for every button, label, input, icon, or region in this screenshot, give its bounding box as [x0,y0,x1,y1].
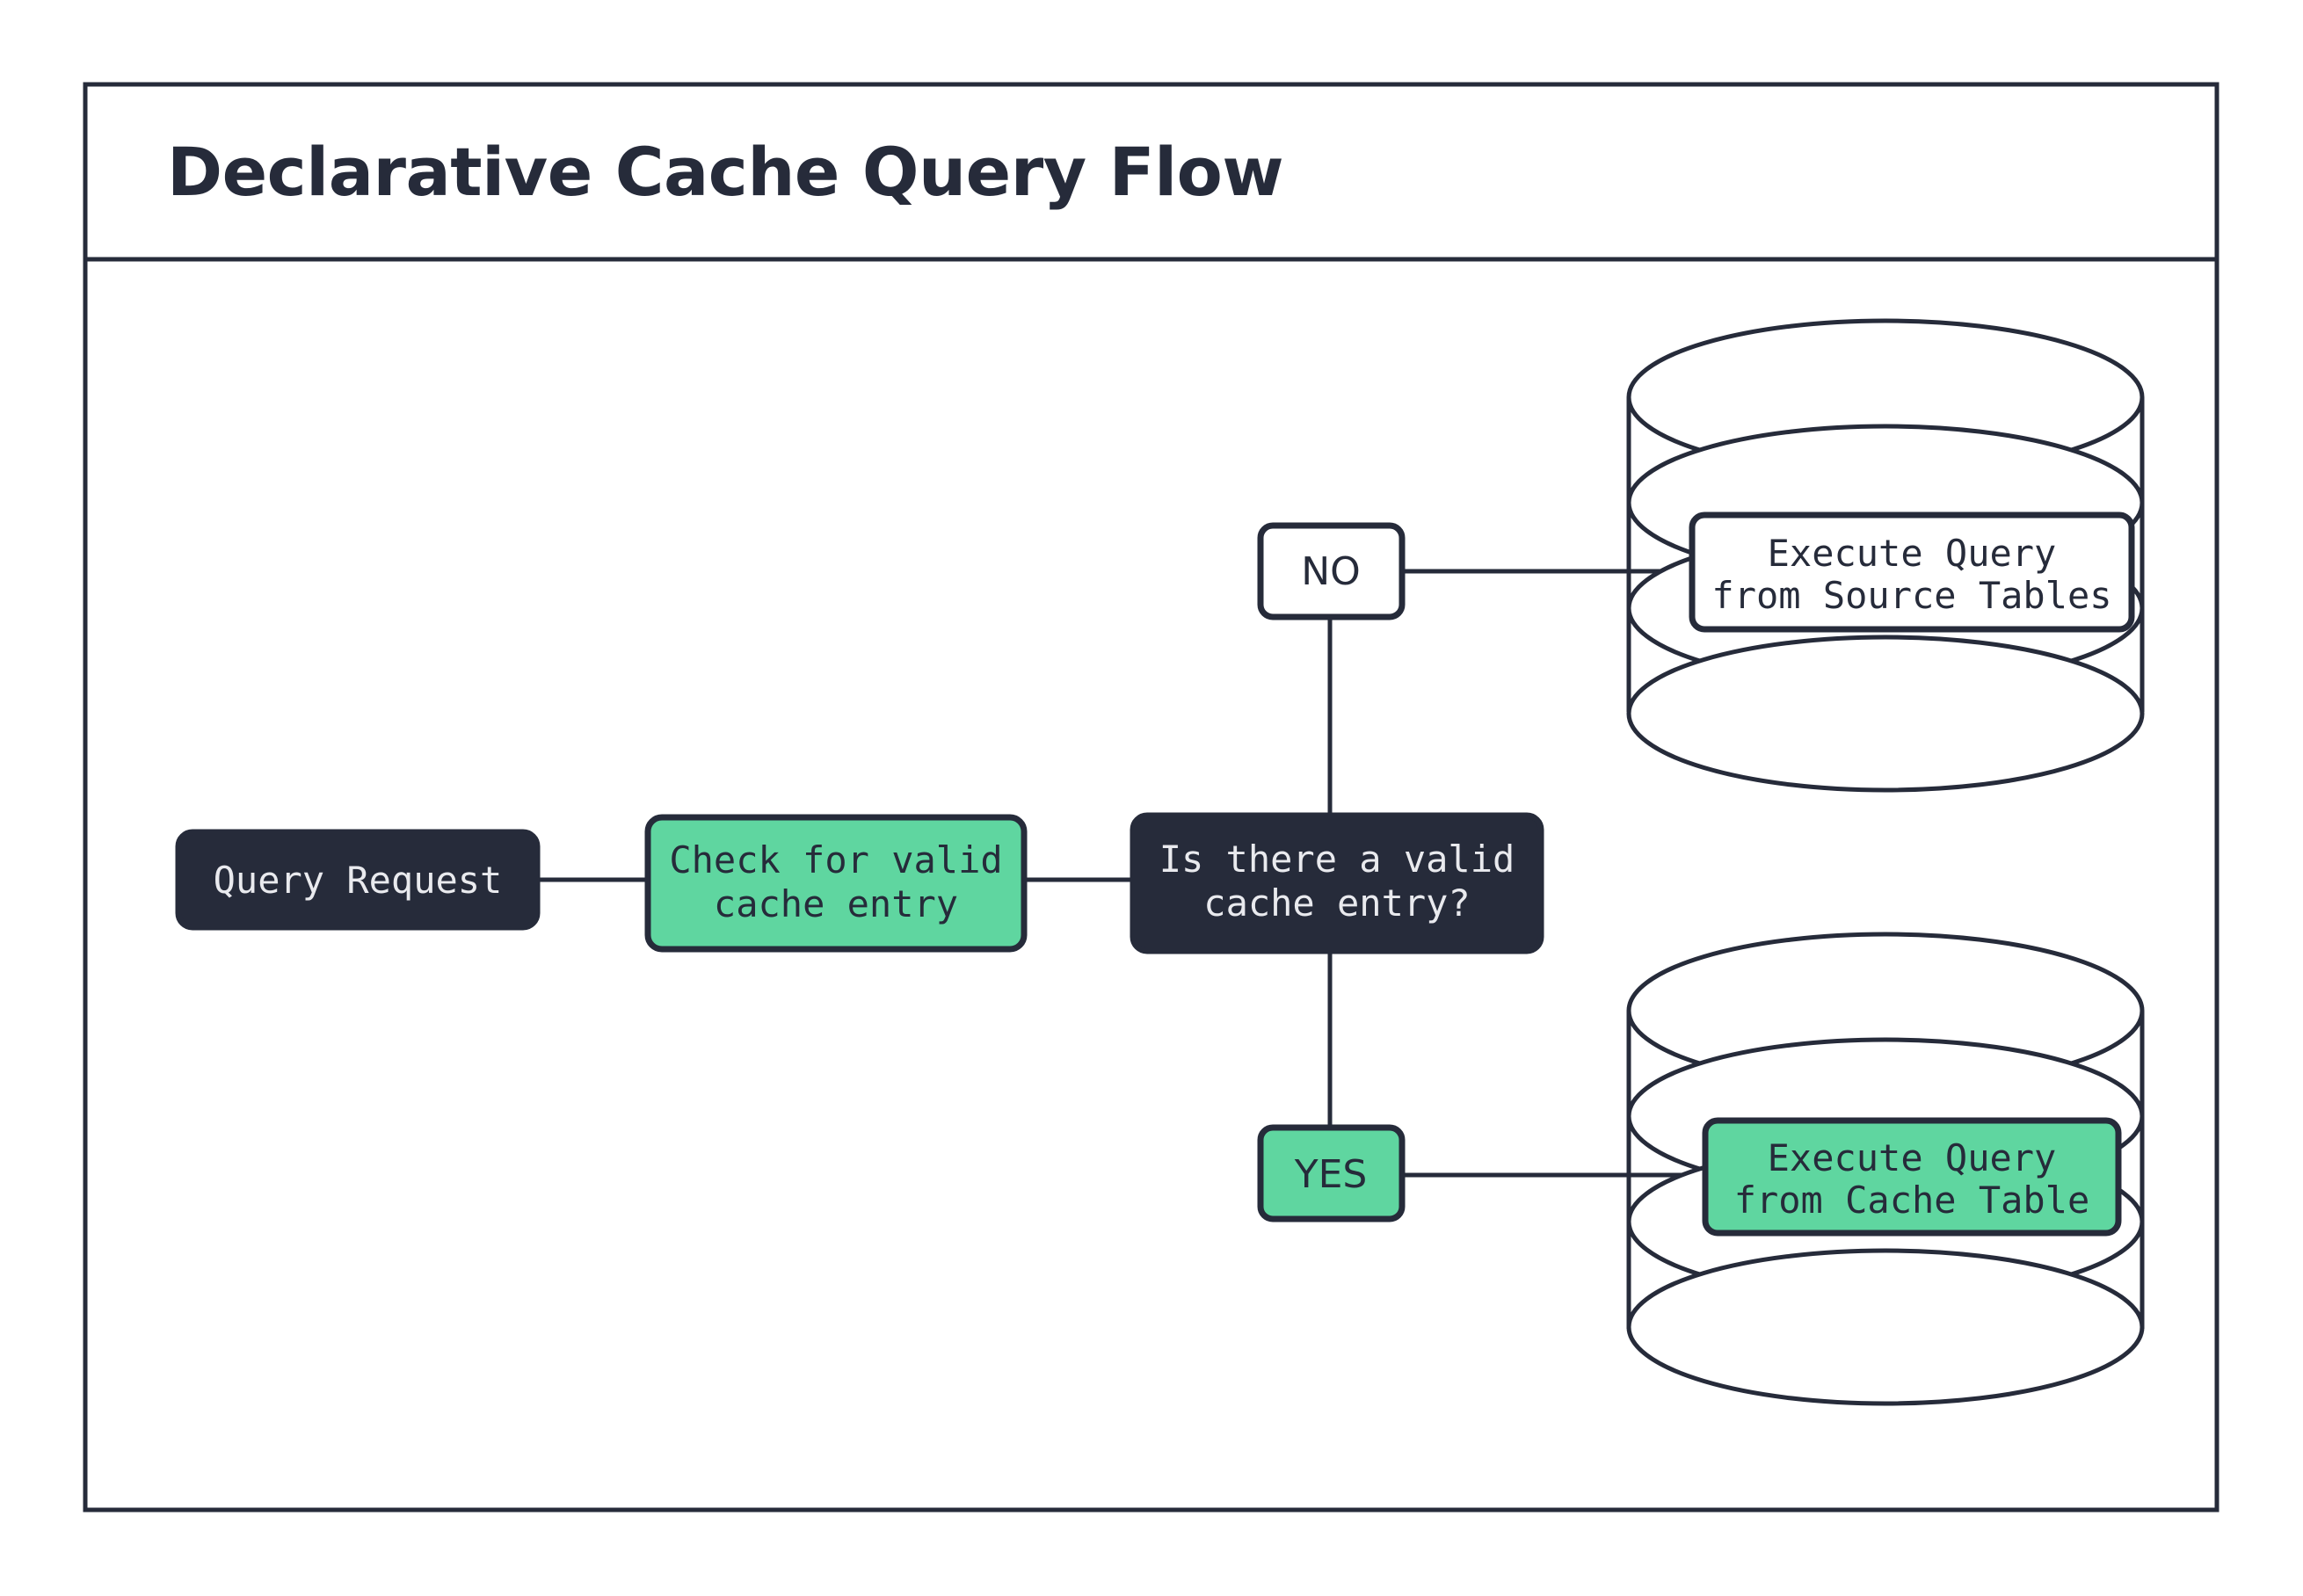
node-decision[interactable]: Is there a valid cache entry? [1130,812,1544,954]
node-check-cache-label-line1: Check for valid [669,838,1002,881]
branch-label-no-box[interactable] [1257,522,1406,620]
branch-label-no[interactable]: NO [1257,522,1406,620]
node-decision-label-line1: Is there a valid [1159,838,1515,881]
node-query-request[interactable]: Query Request [175,829,541,931]
node-check-cache[interactable]: Check for valid cache entry [644,814,1028,953]
node-source-tables[interactable]: Execute Query from Source Tables [1689,511,2135,633]
node-query-request-label: Query Request [214,859,503,902]
diagram-frame [83,82,2219,1513]
node-query-request-box[interactable] [175,829,541,931]
node-cache-table-label-line1: Execute Query [1768,1136,2057,1179]
cylinder-disc-4-top [1626,635,2145,793]
node-source-tables-label-line2: from Source Tables [1711,574,2111,617]
cylinder-disc-4-bottom [1626,1248,2145,1406]
node-decision-box[interactable] [1130,812,1544,954]
node-check-cache-box[interactable] [644,814,1028,953]
branch-label-yes[interactable]: YES [1257,1124,1406,1222]
branch-label-no-text: NO [1301,549,1361,594]
node-source-tables-label-line1: Execute Query [1768,532,2057,575]
node-decision-label-line2: cache entry? [1203,881,1470,925]
node-cache-table-label-line2: from Cache Table [1734,1179,2090,1222]
branch-label-yes-box[interactable] [1257,1124,1406,1222]
branch-label-yes-text: YES [1294,1152,1368,1197]
node-cache-table[interactable]: Execute Query from Cache Table [1702,1117,2122,1237]
node-check-cache-label-line2: cache entry [714,882,958,925]
node-source-tables-box[interactable] [1689,511,2135,633]
page-title: Declarative Cache Query Flow [167,133,1283,211]
node-cache-table-box[interactable] [1702,1117,2122,1237]
